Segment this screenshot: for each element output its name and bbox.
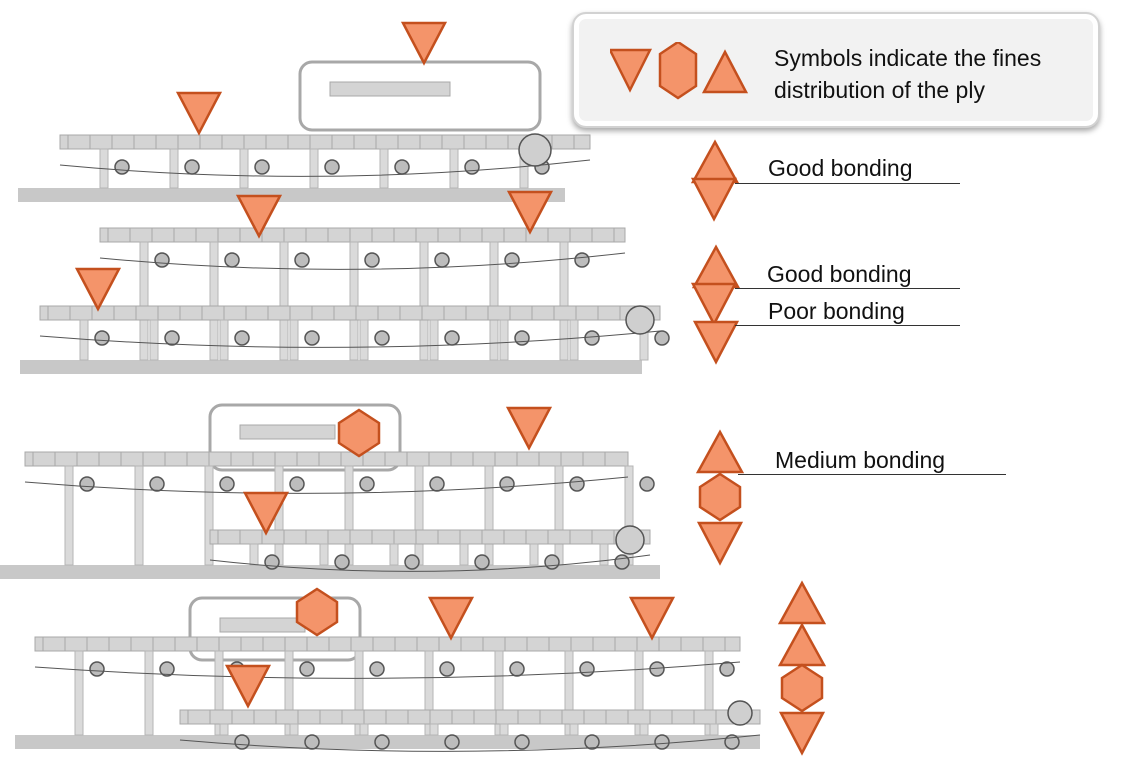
bonding-label-medium: Medium bonding: [775, 447, 946, 473]
bonding-line-good-1: [735, 183, 960, 184]
machine-2: [20, 227, 670, 374]
machine-3-inverted-triangle-icon: [505, 406, 553, 451]
bonding-stack-3-diamond-icon: [698, 472, 742, 522]
bonding-line-medium: [738, 474, 1006, 475]
bonding-stack-4-triangle-icon: [777, 622, 827, 667]
machine-2-inverted-triangle-icon: [506, 190, 554, 235]
legend-symbols: [610, 42, 749, 100]
machine-4-inverted-triangle-icon: [224, 664, 272, 709]
bonding-label-good-1: Good bonding: [768, 155, 913, 181]
bonding-label-good-2: Good bonding: [767, 261, 912, 287]
machine-2-inverted-triangle-icon: [235, 194, 283, 239]
machine-3: [0, 403, 660, 579]
machine-3-diamond-icon: [337, 408, 381, 458]
machine-4-inverted-triangle-icon: [628, 596, 676, 641]
bonding-stack-4-triangle-icon: [777, 580, 827, 625]
bonding-stack-4-diamond-icon: [780, 663, 824, 713]
legend-text: Symbols indicate the fines distribution …: [774, 45, 1042, 103]
bonding-stack-1-inverted-triangle-icon: [690, 177, 738, 222]
machine-4-diamond-icon: [295, 587, 339, 637]
bonding-stack-2-inverted-triangle-icon: [690, 282, 738, 327]
machine-3-inverted-triangle-icon: [242, 491, 290, 536]
bonding-stack-1-triangle-icon: [690, 139, 740, 184]
legend-diamond-icon: [658, 42, 698, 100]
legend-inverted-triangle-icon: [610, 48, 653, 93]
machine-4-inverted-triangle-icon: [427, 596, 475, 641]
bonding-stack-4-inverted-triangle-icon: [778, 711, 826, 756]
legend-triangle-icon: [701, 49, 749, 94]
legend-box: Symbols indicate the fines distribution …: [572, 12, 1100, 128]
bonding-stack-3-triangle-icon: [695, 429, 745, 474]
machine-1-inverted-triangle-icon: [175, 91, 223, 136]
machine-2-inverted-triangle-icon: [74, 267, 122, 312]
bonding-line-good-2: [735, 288, 960, 289]
bonding-stack-2-triangle-icon: [691, 244, 741, 289]
bonding-label-poor: Poor bonding: [768, 298, 905, 324]
machine-1: [18, 60, 591, 202]
bonding-stack-3-inverted-triangle-icon: [696, 521, 744, 566]
machine-4: [15, 596, 761, 752]
machine-1-inverted-triangle-icon: [400, 21, 448, 66]
bonding-line-poor: [735, 325, 960, 326]
bonding-stack-2-inverted-triangle-icon: [692, 320, 740, 365]
